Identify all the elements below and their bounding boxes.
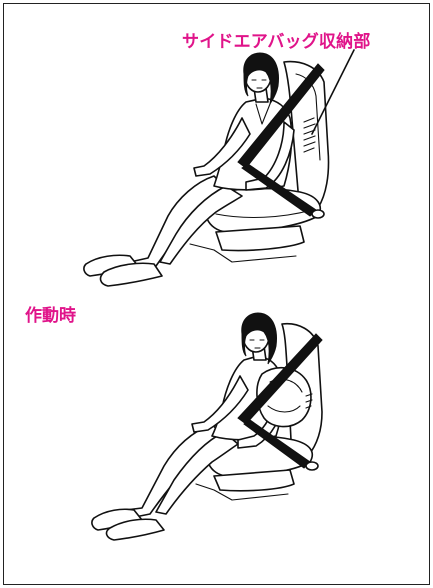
seated-occupant-normal xyxy=(83,49,355,287)
airbag-storage-vents xyxy=(303,117,316,153)
hair-deployed xyxy=(241,312,277,365)
right-shoe-deployed xyxy=(105,518,165,541)
hair xyxy=(243,52,279,105)
leader-line xyxy=(311,49,355,135)
belt-buckle xyxy=(311,209,325,219)
seat-base xyxy=(215,225,305,252)
belt-buckle-deployed xyxy=(305,461,319,471)
seated-occupant-deployed xyxy=(91,312,323,541)
right-shoe xyxy=(99,262,163,287)
airbag-storage-label: サイドエアバッグ収納部 xyxy=(182,32,371,52)
deployed-label: 作動時 xyxy=(25,306,76,326)
figure-frame xyxy=(3,3,430,585)
